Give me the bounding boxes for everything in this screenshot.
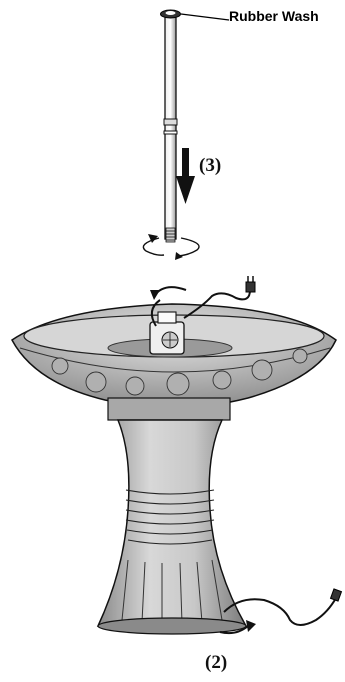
step-3-label: (3) (199, 155, 221, 177)
callout-leader-line (181, 14, 229, 20)
rubber-washer (161, 10, 181, 18)
curved-arrow-icon (150, 287, 186, 300)
base-plug-icon (331, 589, 342, 601)
plug-icon (246, 276, 255, 292)
down-arrow-icon (176, 148, 195, 204)
step-2-label: (2) (205, 652, 227, 674)
extension-pipe (164, 17, 177, 242)
rubber-washer-label: Rubber Wash (229, 8, 345, 24)
threaded-end (166, 228, 175, 242)
birdbath-pedestal (98, 398, 246, 634)
